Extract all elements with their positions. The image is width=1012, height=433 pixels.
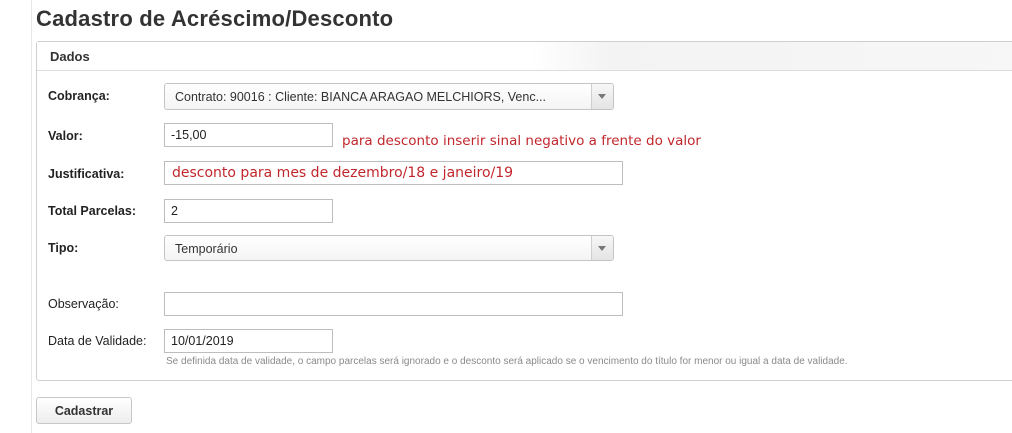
left-divider <box>31 0 32 433</box>
justificativa-label: Justificativa: <box>48 167 125 181</box>
chevron-down-icon <box>598 246 606 251</box>
valor-input[interactable] <box>164 123 333 147</box>
data-validade-help: Se definida data de validade, o campo pa… <box>166 356 848 367</box>
cobranca-label: Cobrança: <box>48 89 110 103</box>
tipo-select[interactable]: Temporário <box>164 235 614 261</box>
justificativa-input[interactable]: desconto para mes de dezembro/18 e janei… <box>164 161 623 185</box>
page-title: Cadastro de Acréscimo/Desconto <box>36 6 394 31</box>
data-validade-label: Data de Validade: <box>48 334 147 348</box>
tipo-label: Tipo: <box>48 241 79 255</box>
valor-label: Valor: <box>48 129 83 143</box>
justificativa-value: desconto para mes de dezembro/18 e janei… <box>172 165 514 181</box>
cobranca-select[interactable]: Contrato: 90016 : Cliente: BIANCA ARAGAO… <box>164 83 614 110</box>
observacao-input[interactable] <box>164 292 623 316</box>
panel-header-title: Dados <box>50 49 90 64</box>
observacao-label: Observação: <box>48 297 119 311</box>
cobranca-select-value: Contrato: 90016 : Cliente: BIANCA ARAGAO… <box>175 90 546 104</box>
total-parcelas-input[interactable] <box>164 199 333 223</box>
tipo-dropdown-button[interactable] <box>591 236 613 260</box>
panel-header: Dados <box>37 42 1012 71</box>
cobranca-dropdown-button[interactable] <box>591 84 613 109</box>
valor-note: para desconto inserir sinal negativo a f… <box>342 133 701 149</box>
total-parcelas-label: Total Parcelas: <box>48 204 137 218</box>
chevron-down-icon <box>598 94 606 99</box>
cadastrar-button[interactable]: Cadastrar <box>36 397 132 424</box>
tipo-select-value: Temporário <box>175 242 238 256</box>
data-validade-input[interactable] <box>164 329 333 353</box>
